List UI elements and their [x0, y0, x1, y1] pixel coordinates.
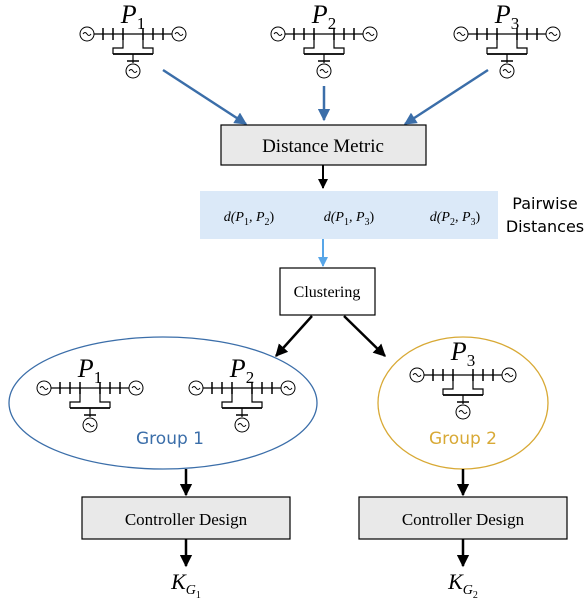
group-2: P3 Group 2 — [377, 336, 549, 470]
controller-design-box-2: Controller Design — [358, 496, 568, 540]
system-p3: P3 — [453, 0, 561, 79]
controller-design-box-1: Controller Design — [81, 496, 291, 540]
output-kg1: KG1 — [170, 569, 201, 601]
system-p2: P2 — [270, 0, 378, 79]
arrow-p3-to-metric — [403, 68, 489, 126]
pairwise-distances-band: d(P1, P2) d(P1, P3) d(P2, P3) — [200, 191, 498, 239]
system-p3-label: P3 — [494, 0, 519, 33]
power-grid-icon — [79, 26, 187, 79]
group1-p1-label: P1 — [77, 354, 102, 387]
pairwise-label: Pairwise — [512, 194, 577, 213]
group2-p3-label: P3 — [450, 337, 475, 370]
clustering-label: Clustering — [294, 284, 361, 301]
power-grid-icon — [36, 380, 144, 433]
clustering-box: Clustering — [279, 267, 376, 316]
group1-p2-label: P2 — [229, 354, 254, 387]
distance-p1-p2: d(P1, P2) — [224, 210, 275, 228]
distance-p1-p3: d(P1, P3) — [324, 210, 375, 228]
system-p1-label: P1 — [120, 0, 145, 33]
output-kg2: KG2 — [447, 569, 478, 601]
arrow-clustering-to-group1 — [275, 315, 313, 357]
system-p2-label: P2 — [311, 0, 336, 33]
controller-design-label: Controller Design — [402, 510, 525, 529]
distances-label: Distances — [506, 217, 584, 236]
group-1: P1 P2 Group 1 — [8, 336, 318, 470]
group-1-label: Group 1 — [136, 429, 204, 449]
group-2-label: Group 2 — [429, 429, 497, 449]
controller-design-label: Controller Design — [125, 510, 248, 529]
power-grid-icon — [453, 26, 561, 79]
power-grid-icon — [188, 380, 296, 433]
distance-p2-p3: d(P2, P3) — [430, 210, 481, 228]
arrow-p1-to-metric — [162, 68, 248, 126]
distance-metric-label: Distance Metric — [262, 136, 384, 157]
distance-metric-box: Distance Metric — [220, 124, 427, 166]
arrow-clustering-to-group2 — [343, 315, 386, 357]
power-grid-icon — [270, 26, 378, 79]
system-p1: P1 — [79, 0, 187, 79]
power-grid-icon — [409, 367, 517, 420]
group-1-ellipse — [8, 336, 318, 470]
